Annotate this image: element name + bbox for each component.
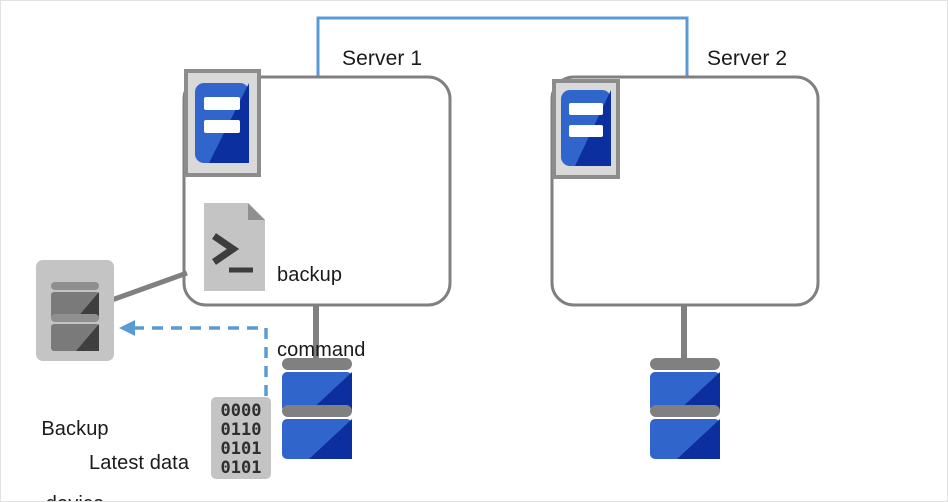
storage-disks-icon	[650, 358, 720, 459]
storage-disks-icon	[282, 358, 352, 459]
binary-data-icon: 0000 0110 0101 0101	[211, 397, 271, 479]
backup-device-link	[108, 270, 188, 304]
backup-command-label: backup command	[277, 213, 366, 413]
backup-command-line1: backup	[277, 264, 343, 286]
latest-data-label: Latest data	[89, 452, 190, 474]
binary-row-1: 0110	[221, 420, 262, 440]
binary-row-2: 0101	[221, 439, 262, 459]
server2-label: Server 2	[707, 47, 788, 70]
script-file-icon	[204, 203, 265, 291]
binary-row-0: 0000	[221, 401, 262, 421]
backup-device-line2: device	[31, 492, 119, 501]
backup-device-icon[interactable]	[36, 260, 114, 361]
restore-data-arrow	[119, 320, 268, 396]
server-icon	[561, 90, 611, 166]
backup-device-line1: Backup	[41, 418, 109, 440]
server1-label: Server 1	[342, 47, 423, 70]
backup-command-line2: command	[277, 339, 366, 361]
binary-row-3: 0101	[221, 458, 262, 478]
server-icon	[195, 83, 249, 163]
backup-device-label: Backup device	[31, 367, 119, 501]
server-to-server-link	[316, 16, 689, 77]
